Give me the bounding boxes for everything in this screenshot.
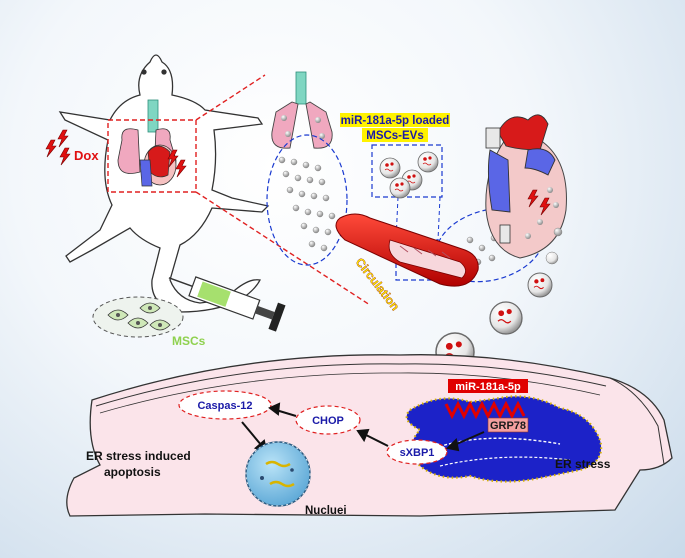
circulation-label: Circulation [353,255,403,313]
zoom-line-top [195,74,266,121]
grp78-label: GRP78 [490,420,526,432]
caspase-label: Caspas-12 [197,400,252,412]
msc-cells [107,302,171,331]
inset-connector [437,196,441,241]
ev-inset-box [371,144,443,198]
lightning-icon [45,139,57,158]
nuclei-label: Nucluei [305,505,347,517]
caspase-node [178,390,272,420]
lung-ev-region [266,134,348,266]
lightning-icon [57,129,69,148]
mirna-label: miR-181a-5p [455,381,521,393]
dox-label: Dox [74,148,99,163]
inset-box [107,119,197,193]
er-stress-label: ER stress [555,457,611,471]
ev-trail [395,227,563,428]
mirna-band [448,379,528,393]
loaded-highlight [362,128,428,142]
loaded-highlight [340,113,450,127]
syringe-icon [168,276,286,332]
chop-node [295,405,361,435]
grp78-box [487,417,529,433]
mirna-binding [444,400,526,420]
nucleus [245,441,311,507]
heart-icon [485,114,567,259]
mscs-label: MSCs [172,334,206,348]
lightning-icon [59,147,71,166]
zoom-line-bottom [195,191,371,306]
sxbp1-label: sXBP1 [400,447,435,459]
sxbp1-node [386,439,448,465]
apoptosis-label-line1: ER stress induced [86,449,191,463]
msc-dish [92,296,184,338]
apoptosis-label-line2: apoptosis [104,465,161,479]
ev-inset-vesicles [379,151,439,199]
chop-label: CHOP [312,415,344,427]
blood-vessel [335,213,479,287]
loaded-label-line2: MSCs-EVs [366,130,424,142]
loaded-label-line1: miR-181a-5p loaded [341,115,450,127]
lungs-icon [271,71,333,149]
